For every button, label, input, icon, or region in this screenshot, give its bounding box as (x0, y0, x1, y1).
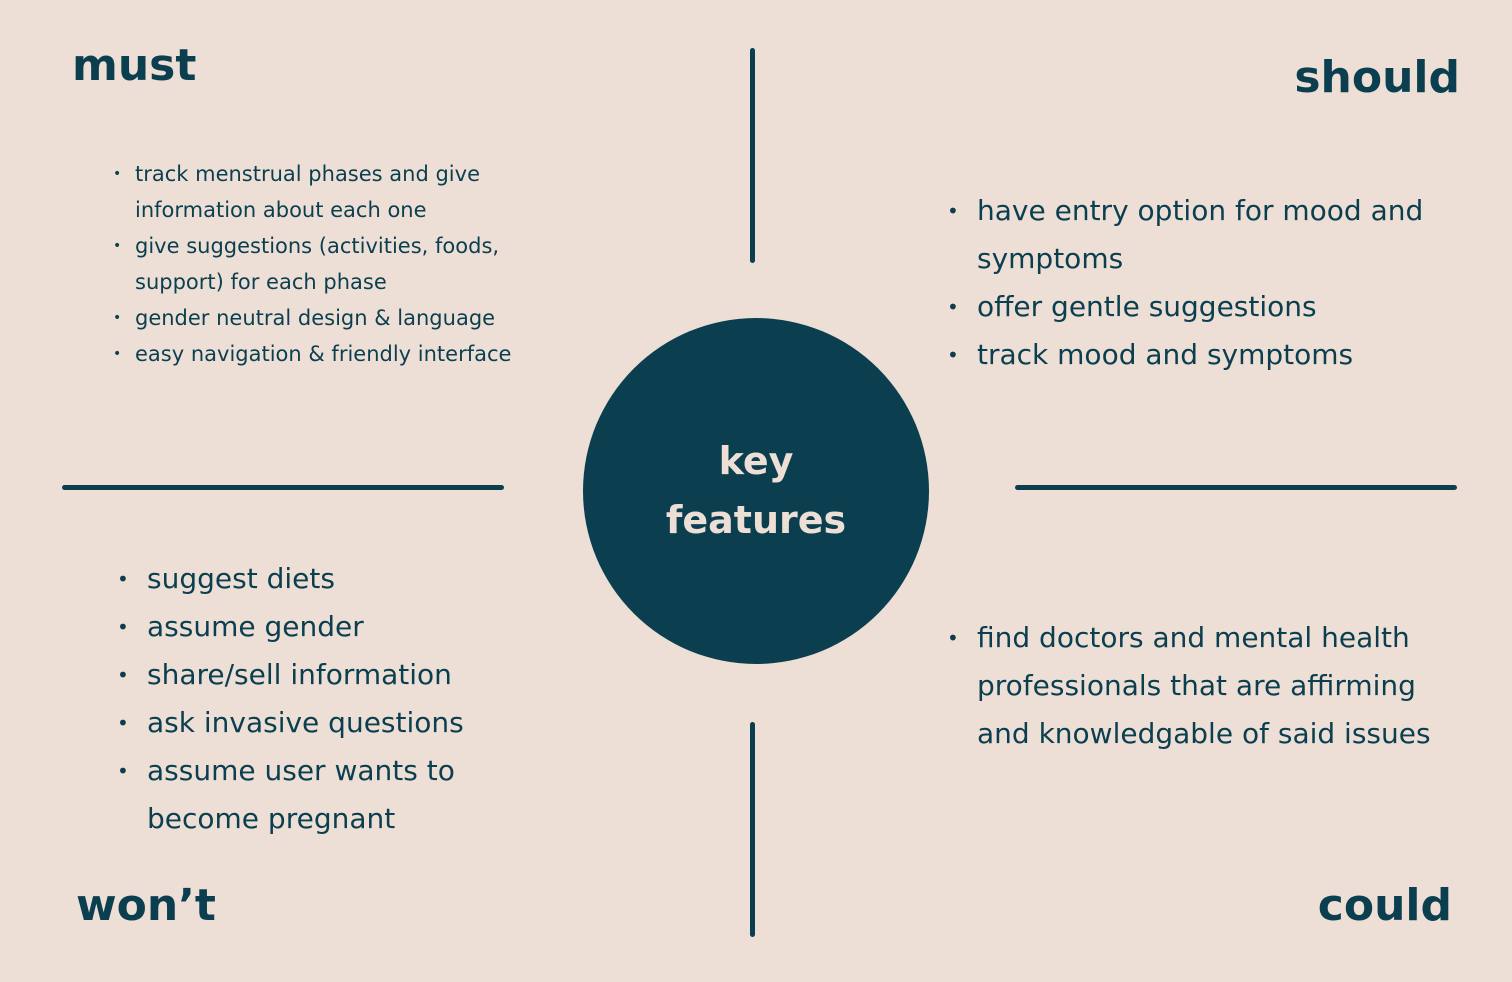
wont-list-item: assume user wants to become pregnant (117, 747, 567, 843)
key-features-line-2: features (665, 498, 847, 542)
vertical-divider-bottom (750, 722, 755, 937)
wont-heading: won’t (76, 880, 216, 931)
should-list-item: track mood and symptoms (947, 331, 1447, 379)
wont-list-item: assume gender (117, 603, 567, 651)
key-features-circle: key features (583, 318, 929, 664)
wont-list-item: share/sell information (117, 651, 567, 699)
could-heading: could (1317, 880, 1452, 931)
vertical-divider-top (750, 48, 755, 263)
key-features-line-1: key (718, 439, 794, 483)
should-heading: should (1294, 52, 1460, 103)
must-list-item: easy navigation & friendly interface (113, 336, 575, 372)
wont-list: suggest diets assume gender share/sell i… (117, 555, 567, 843)
must-list-item: give suggestions (activities, foods, sup… (113, 228, 575, 300)
wont-list-item: suggest diets (117, 555, 567, 603)
must-list-item: gender neutral design & language (113, 300, 575, 336)
should-list: have entry option for mood and symptoms … (947, 187, 1447, 379)
could-list: find doctors and mental health professio… (947, 614, 1447, 758)
should-list-item: have entry option for mood and symptoms (947, 187, 1447, 283)
must-heading: must (72, 40, 197, 91)
must-list-item: track menstrual phases and give informat… (113, 156, 575, 228)
should-list-item: offer gentle suggestions (947, 283, 1447, 331)
wont-list-item: ask invasive questions (117, 699, 567, 747)
key-features-label: key features (666, 432, 846, 550)
horizontal-divider-left (62, 485, 504, 490)
could-list-item: find doctors and mental health professio… (947, 614, 1447, 758)
must-list: track menstrual phases and give informat… (113, 156, 575, 372)
horizontal-divider-right (1015, 485, 1457, 490)
